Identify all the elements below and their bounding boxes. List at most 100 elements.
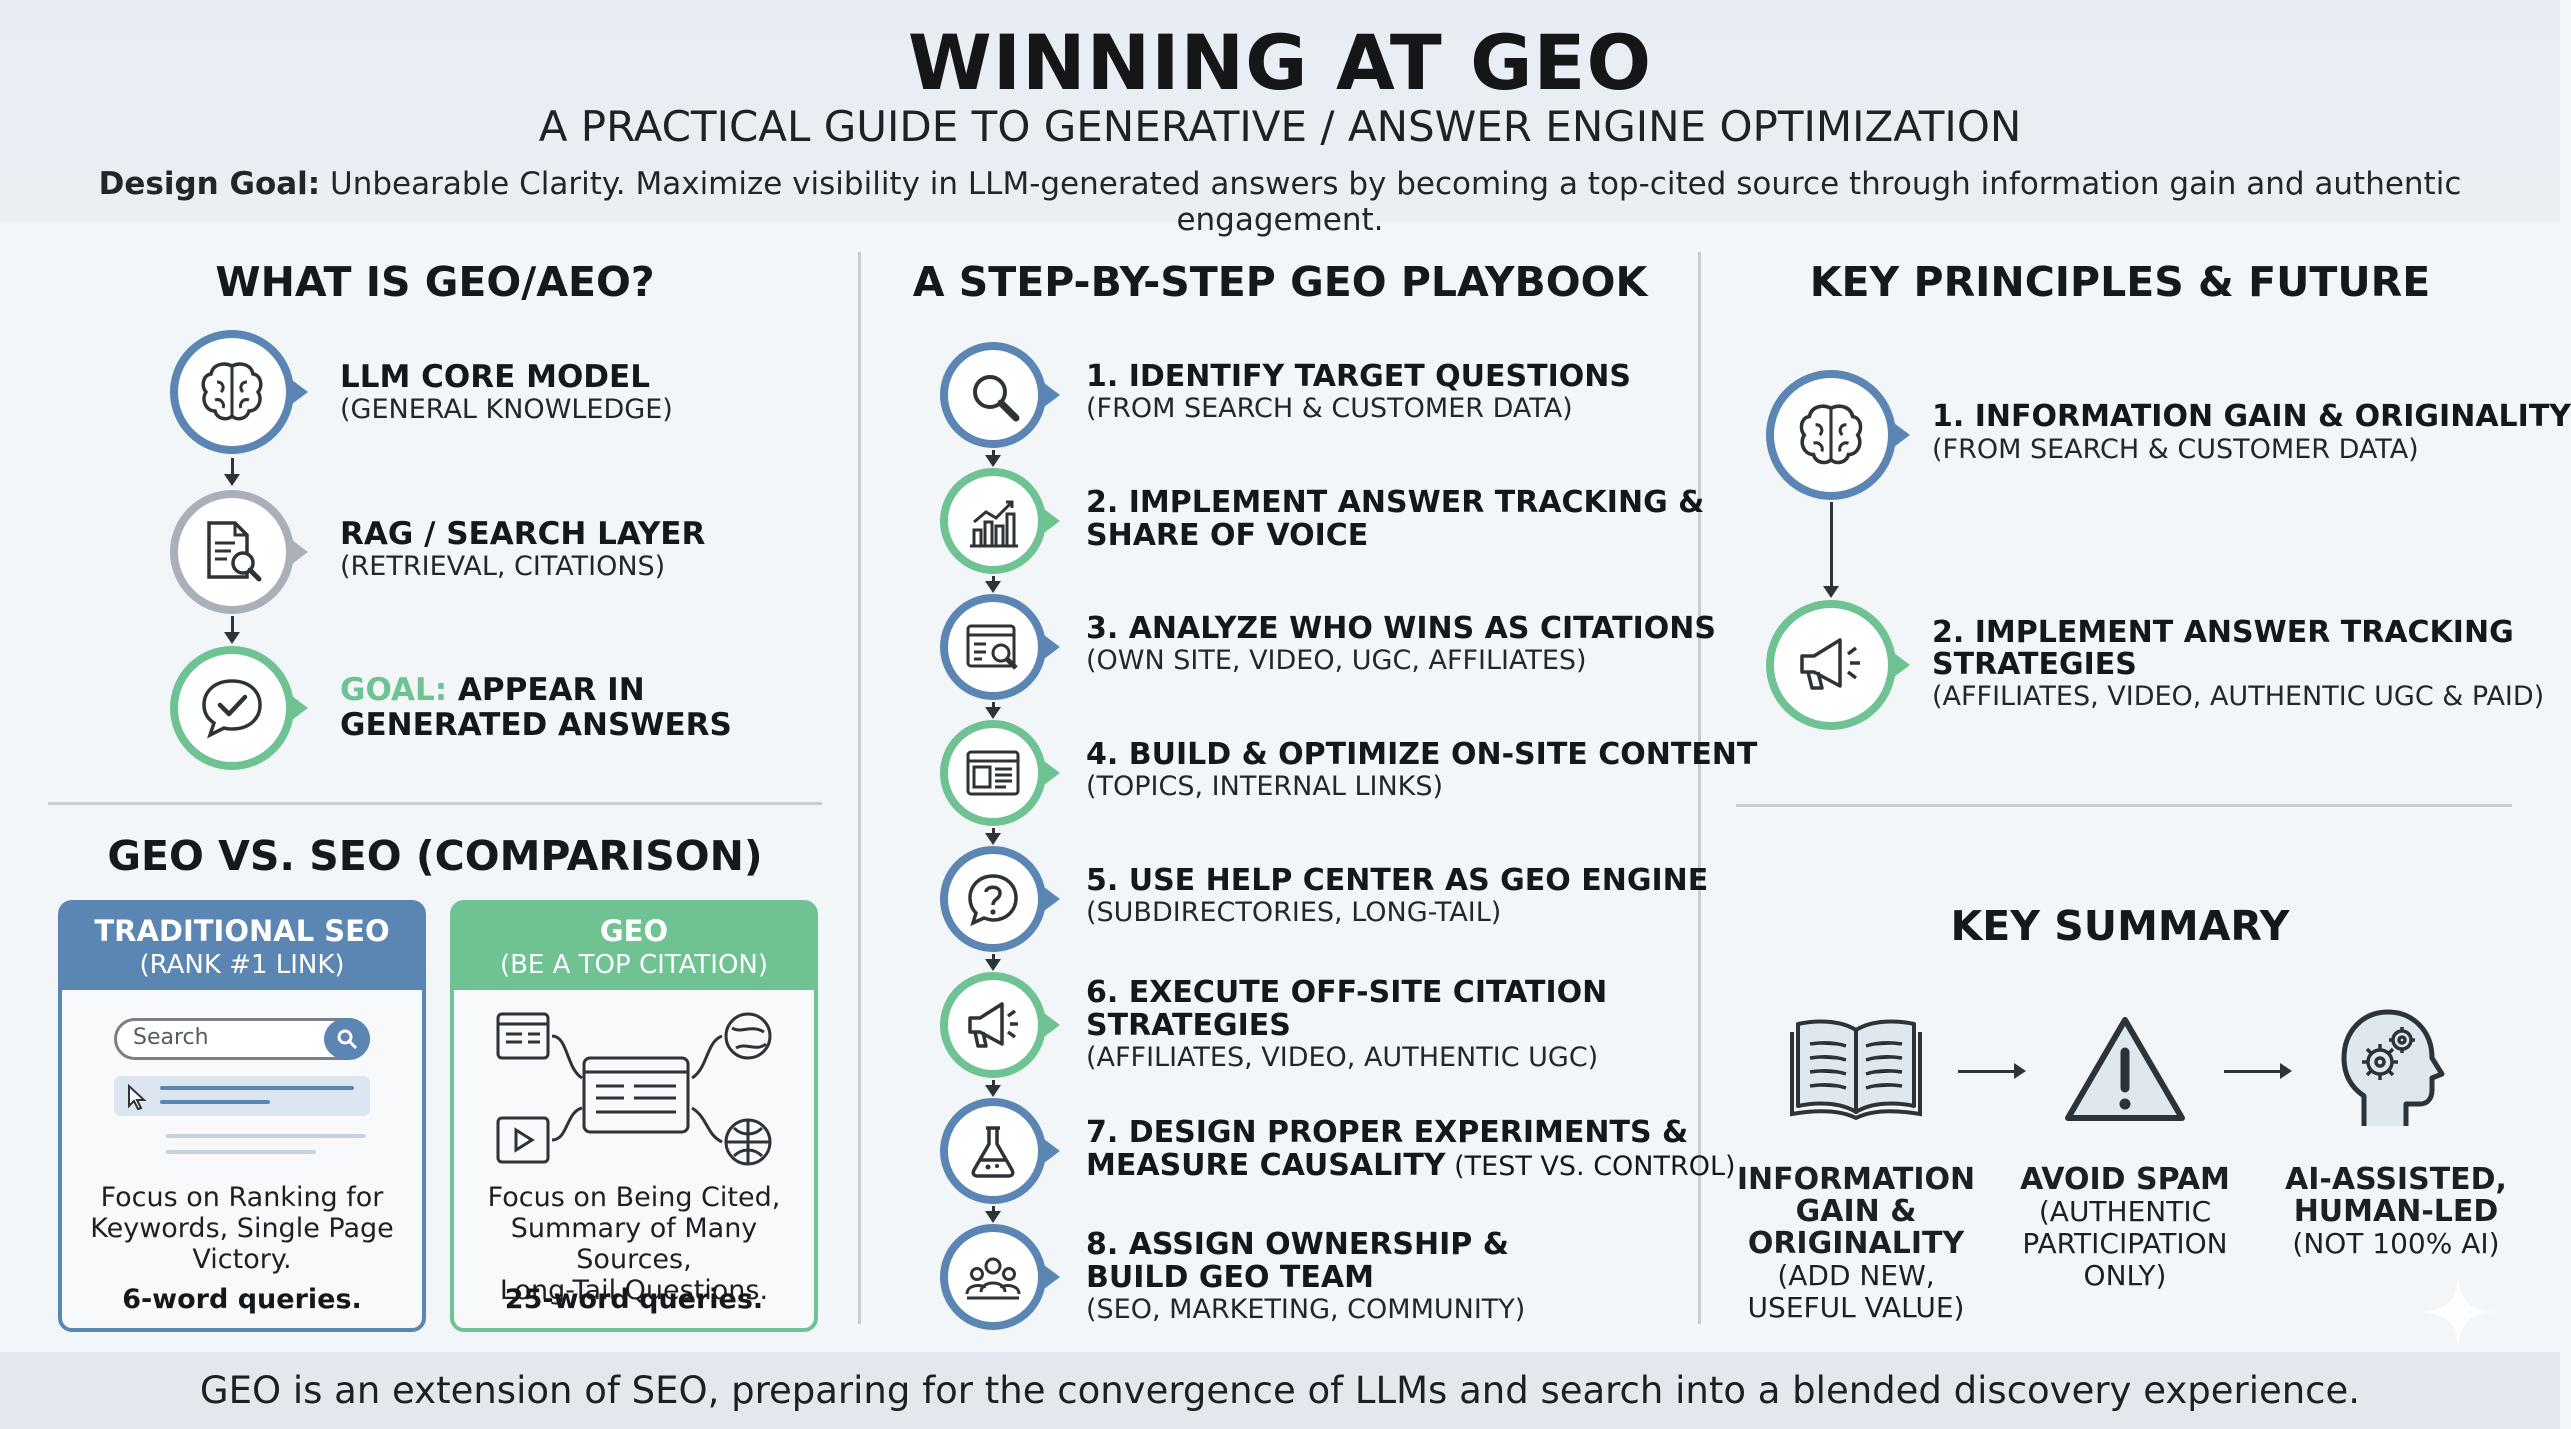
geo-card-header: GEO (BE A TOP CITATION) <box>454 904 814 990</box>
goal-label-line2: GENERATED ANSWERS <box>340 707 732 743</box>
arrowhead <box>985 833 1001 845</box>
arrowhead <box>985 707 1001 719</box>
search-icon <box>337 1029 358 1050</box>
step-7-note: (TEST VS. CONTROL) <box>1445 1151 1736 1182</box>
result-line <box>166 1150 316 1154</box>
top-result-highlight <box>114 1076 370 1116</box>
page-subtitle: A PRACTICAL GUIDE TO GENERATIVE / ANSWER… <box>538 102 2022 151</box>
bar-chart-icon <box>970 500 1018 548</box>
rag-search-layer-node <box>170 490 308 614</box>
step-7-title-line2-text: MEASURE CAUSALITY <box>1086 1148 1446 1183</box>
goal-label: GOAL: APPEAR IN <box>340 673 645 707</box>
connector-arrow <box>991 702 995 708</box>
geo-queries: 25-word queries. <box>504 1284 764 1315</box>
geo-card-title: GEO <box>599 914 669 948</box>
section-divider-left <box>48 802 822 805</box>
connector-arrow <box>991 1080 995 1086</box>
summary-item-1: INFORMATION GAIN & ORIGINALITY (ADD NEW,… <box>1720 1164 1992 1324</box>
head-gears-icon <box>2341 1009 2445 1126</box>
column-divider-left <box>858 252 861 1324</box>
seo-card-header: TRADITIONAL SEO (RANK #1 LINK) <box>62 904 422 990</box>
geo-card: GEO (BE A TOP CITATION) Focus on Being C… <box>450 900 818 1332</box>
summary-item-3-title: AI-ASSISTED, <box>2285 1162 2507 1197</box>
arrowhead <box>985 455 1001 467</box>
document-search-icon <box>207 521 262 582</box>
open-book-icon <box>1790 1019 1922 1121</box>
step-5-node <box>940 846 1060 952</box>
cursor-icon <box>128 1083 147 1111</box>
summary-item-2: AVOID SPAM (AUTHENTIC PARTICIPATION ONLY… <box>1992 1164 2258 1292</box>
step-7-title: 7. DESIGN PROPER EXPERIMENTS & <box>1086 1115 1689 1150</box>
webpage-icon <box>966 750 1020 796</box>
principle-2-label: 2. IMPLEMENT ANSWER TRACKING <box>1932 615 2514 650</box>
design-goal-text: Unbearable Clarity. Maximize visibility … <box>320 166 2462 238</box>
result-line <box>166 1134 366 1138</box>
megaphone-icon <box>968 1002 1018 1048</box>
step-4-node <box>940 720 1060 826</box>
seo-queries: 6-word queries. <box>122 1284 362 1315</box>
step-1-sub: (FROM SEARCH & CUSTOMER DATA) <box>1086 393 1573 424</box>
arrowhead <box>1823 586 1839 598</box>
arrowhead <box>2280 1063 2292 1079</box>
arrowhead <box>985 959 1001 971</box>
rag-search-sub: (RETRIEVAL, CITATIONS) <box>340 551 666 582</box>
web-search-icon <box>966 624 1018 670</box>
summary-arrow <box>1958 1070 2016 1073</box>
step-2-node <box>940 468 1060 574</box>
help-icon <box>968 874 1018 927</box>
step-8-title-line2: BUILD GEO TEAM <box>1086 1261 1374 1294</box>
step-8-node <box>940 1224 1060 1330</box>
connector-arrow <box>991 1206 995 1212</box>
what-is-geo-title: WHAT IS GEO/AEO? <box>215 258 655 306</box>
step-8-title-line2-text: BUILD GEO TEAM <box>1086 1260 1374 1295</box>
step-6-title-line2: STRATEGIES <box>1086 1009 1291 1042</box>
llm-core-model-node <box>170 330 308 454</box>
comparison-title: GEO VS. SEO (COMPARISON) <box>107 832 763 880</box>
connector-arrow <box>991 954 995 960</box>
step-6-sub: (AFFILIATES, VIDEO, AUTHENTIC UGC) <box>1086 1042 1599 1073</box>
step-3-title: 3. ANALYZE WHO WINS AS CITATIONS <box>1086 611 1716 646</box>
footer: GEO is an extension of SEO, preparing fo… <box>0 1352 2560 1429</box>
step-7-node <box>940 1098 1060 1204</box>
goal-label-rest: APPEAR IN <box>447 672 645 708</box>
column-divider-right <box>1698 252 1701 1324</box>
traditional-seo-card: TRADITIONAL SEO (RANK #1 LINK) Search Fo… <box>58 900 426 1332</box>
geo-card-subtitle: (BE A TOP CITATION) <box>499 950 769 980</box>
page-title: WINNING AT GEO <box>907 18 1653 107</box>
step-3-node <box>940 594 1060 700</box>
connector-arrow <box>1830 502 1833 590</box>
step-6-title: 6. EXECUTE OFF-SITE CITATION <box>1086 975 1608 1010</box>
seo-description: Focus on Ranking for Keywords, Single Pa… <box>90 1182 394 1275</box>
step-2-title: 2. IMPLEMENT ANSWER TRACKING & <box>1086 485 1705 520</box>
magnifier-icon <box>973 375 1020 422</box>
seo-card-title: TRADITIONAL SEO <box>94 914 390 948</box>
llm-core-model-label: LLM CORE MODEL <box>340 359 650 395</box>
brain-icon <box>201 362 263 421</box>
arrowhead <box>224 632 240 644</box>
step-1-title: 1. IDENTIFY TARGET QUESTIONS <box>1086 359 1631 394</box>
megaphone-icon <box>1800 638 1860 690</box>
step-5-sub: (SUBDIRECTORIES, LONG-TAIL) <box>1086 897 1502 928</box>
llm-core-model-sub: (GENERAL KNOWLEDGE) <box>340 394 673 425</box>
step-3-sub: (OWN SITE, VIDEO, UGC, AFFILIATES) <box>1086 645 1587 676</box>
goal-node <box>170 646 308 770</box>
warning-icon <box>2065 1017 2185 1121</box>
rag-search-label: RAG / SEARCH LAYER <box>340 516 706 552</box>
step-8-sub: (SEO, MARKETING, COMMUNITY) <box>1086 1294 1526 1325</box>
design-goal: Design Goal: Unbearable Clarity. Maximiz… <box>0 166 2560 238</box>
arrowhead <box>985 581 1001 593</box>
connector-arrow <box>231 616 234 634</box>
flask-icon <box>971 1126 1015 1178</box>
step-1-node <box>940 342 1060 448</box>
sparkle-icon <box>2422 1276 2494 1348</box>
header: WINNING AT GEO A PRACTICAL GUIDE TO GENE… <box>0 0 2560 238</box>
sources-diagram <box>496 1012 772 1166</box>
principle-1-node <box>1766 370 1910 500</box>
principle-2-sub: (AFFILIATES, VIDEO, AUTHENTIC UGC & PAID… <box>1932 681 2545 712</box>
principle-2-node <box>1766 600 1910 730</box>
team-icon <box>965 1257 1021 1300</box>
connector-arrow <box>991 576 995 582</box>
design-goal-label: Design Goal: <box>98 166 321 202</box>
arrowhead <box>2014 1063 2026 1079</box>
principles-title: KEY PRINCIPLES & FUTURE <box>1809 258 2431 306</box>
